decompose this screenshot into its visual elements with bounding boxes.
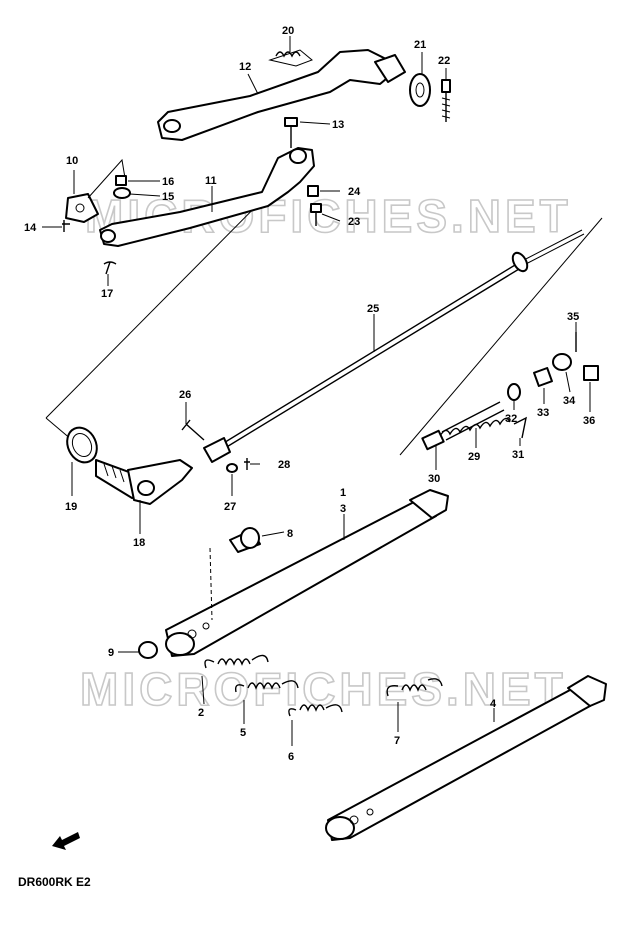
callout-10: 10 [66, 155, 78, 167]
callout-2: 2 [198, 707, 204, 719]
callout-18: 18 [133, 537, 145, 549]
collar-30 [421, 429, 445, 451]
callout-16: 16 [162, 176, 174, 188]
callout-7: 7 [394, 735, 400, 747]
pedal-shaft-18 [95, 459, 193, 505]
callout-22: 22 [438, 55, 450, 67]
callout-27: 27 [224, 501, 236, 513]
callout-5: 5 [240, 727, 246, 739]
callout-23: 23 [348, 216, 360, 228]
bolt-8 [229, 527, 261, 553]
adjuster-34 [552, 353, 572, 371]
callout-28: 28 [278, 459, 290, 471]
nut-36 [583, 365, 599, 381]
washer-32 [507, 383, 521, 401]
cotter-pin-17 [103, 261, 117, 275]
callout-32: 32 [505, 413, 517, 425]
callout-31: 31 [512, 449, 524, 461]
callout-30: 30 [428, 473, 440, 485]
callout-12: 12 [239, 61, 251, 73]
bolt-13 [284, 117, 298, 148]
callout-19: 19 [65, 501, 77, 513]
diagram-code: DR600RK E2 [18, 875, 91, 889]
pin-31 [513, 416, 527, 439]
watermark-bottom: MICROFICHES.NET [80, 663, 567, 715]
callout-13: 13 [332, 119, 344, 131]
callout-1: 1 [340, 487, 346, 499]
callout-17: 17 [101, 288, 113, 300]
shift-link-rod [99, 147, 315, 247]
callout-4: 4 [490, 698, 497, 710]
front-arrow-icon [52, 832, 80, 850]
callout-6: 6 [288, 751, 294, 763]
callout-34: 34 [563, 395, 576, 407]
gearshift-lever-upper [157, 49, 406, 141]
callout-20: 20 [282, 25, 294, 37]
callout-29: 29 [468, 451, 480, 463]
callout-11: 11 [205, 175, 217, 187]
washer-21 [409, 73, 431, 107]
callout-33: 33 [537, 407, 549, 419]
spring-5 [234, 680, 299, 693]
assembly-guide-right [399, 217, 603, 456]
spring-29 [439, 401, 511, 441]
pin-28 [244, 458, 250, 470]
side-stand-4 [325, 675, 607, 841]
nut-16 [115, 175, 127, 186]
spring-7 [386, 678, 443, 697]
brake-rod-25 [203, 229, 585, 463]
side-stand-1-3 [165, 489, 449, 657]
spring-6 [288, 704, 343, 717]
callout-26: 26 [179, 389, 191, 401]
rod-end-10 [65, 193, 99, 223]
callout-14: 14 [24, 222, 37, 234]
lever-spring [275, 51, 301, 58]
bolt-23 [310, 203, 322, 226]
nut-24 [307, 185, 319, 197]
callout-36: 36 [583, 415, 595, 427]
bolt-22 [441, 79, 451, 122]
callout-9: 9 [108, 647, 114, 659]
pin-14 [62, 220, 70, 232]
callout-25: 25 [367, 303, 379, 315]
callout-8: 8 [287, 528, 293, 540]
spring-2 [204, 654, 269, 669]
nut-33 [533, 367, 553, 387]
leader-lines [42, 36, 591, 746]
bolt-26 [181, 419, 205, 441]
callout-3: 3 [340, 503, 346, 515]
callout-21: 21 [414, 39, 426, 51]
nut-9 [138, 641, 158, 659]
callout-15: 15 [162, 191, 174, 203]
bushing-15 [113, 187, 131, 199]
washer-27 [226, 463, 238, 473]
callout-24: 24 [348, 186, 361, 198]
callout-35: 35 [567, 311, 579, 323]
